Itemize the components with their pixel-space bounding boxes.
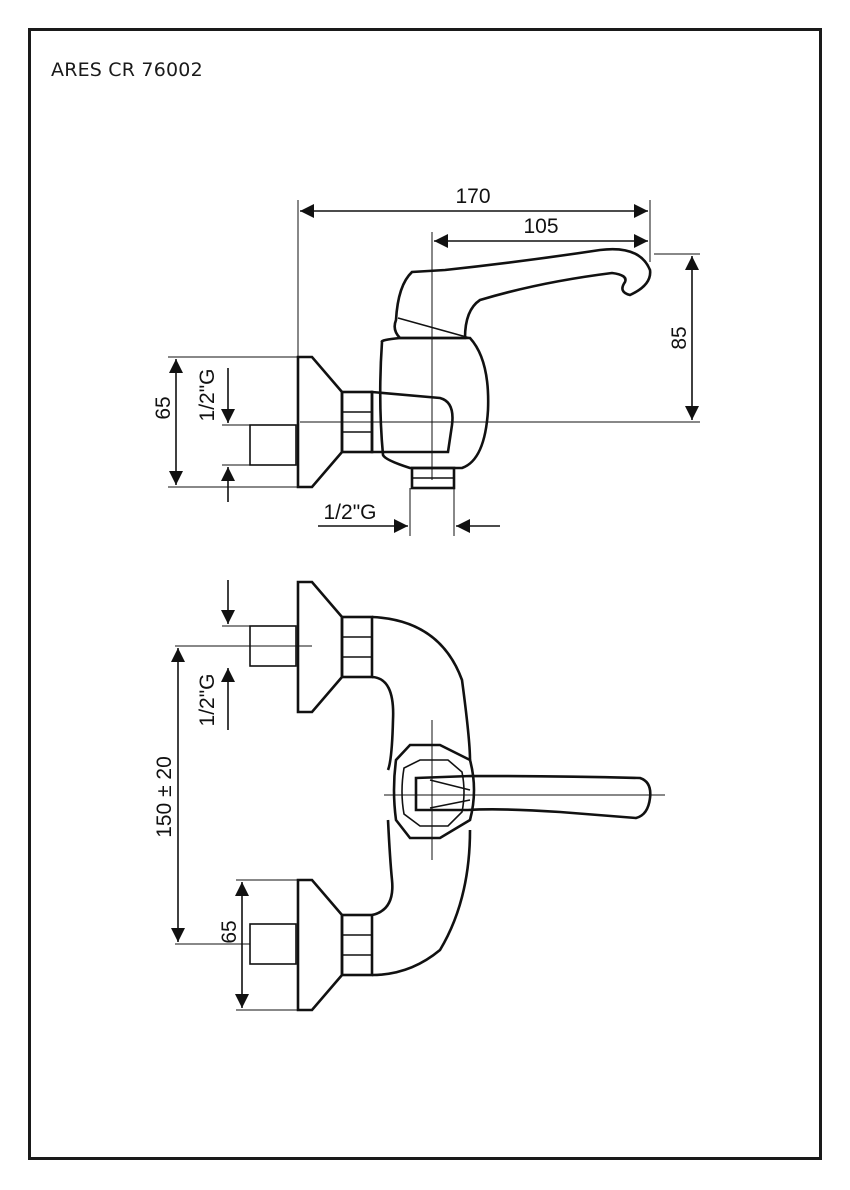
product-code: ARES CR 76002 [51, 59, 203, 81]
dimension-top-thread: 1/2"G [196, 580, 235, 730]
dim-85-label: 85 [668, 326, 691, 349]
side-thread-label: 1/2"G [196, 369, 219, 422]
front-view [175, 580, 665, 1012]
cartridge-housing [392, 743, 476, 840]
front-lever-handle [414, 774, 652, 820]
body-upper-inner [371, 675, 395, 771]
dim-65-bottom-label: 65 [218, 920, 241, 943]
upper-wall-flange [296, 580, 344, 714]
dimension-overall-length: 170 [297, 185, 651, 357]
side-view [222, 232, 700, 490]
top-thread-label: 1/2"G [196, 674, 219, 727]
drawing-sheet: ARES CR 76002 [28, 28, 822, 1160]
lower-hex-nut [340, 913, 374, 977]
dimension-outlet-thread: 1/2"G [318, 488, 500, 536]
dim-170-label: 170 [455, 185, 490, 208]
lower-wall-flange [296, 878, 344, 1012]
lower-inlet-pipe [249, 923, 297, 965]
dimension-side-flange: 65 [152, 356, 298, 488]
side-inlet-pipe [249, 424, 297, 466]
side-valve-body [378, 336, 490, 470]
dimension-centre-distance: 150 ± 20 [153, 648, 250, 945]
side-valve-stem [370, 390, 454, 454]
cartridge-inner [401, 759, 465, 827]
body-lower-outer [371, 829, 472, 977]
centre-distance-label: 150 ± 20 [153, 756, 176, 838]
dim-105-label: 105 [523, 215, 558, 238]
body-lower-inner [371, 819, 394, 917]
dimension-height: 85 [668, 256, 699, 420]
outlet-thread-label: 1/2"G [324, 501, 377, 524]
dimension-bottom-flange: 65 [218, 879, 298, 1011]
upper-hex-nut [340, 615, 374, 679]
dimension-spout-length: 105 [434, 215, 648, 248]
side-lever-handle [393, 247, 652, 340]
dimension-side-thread: 1/2"G [196, 368, 235, 502]
dim-65-side-label: 65 [152, 396, 175, 419]
body-upper-outer [371, 615, 472, 761]
